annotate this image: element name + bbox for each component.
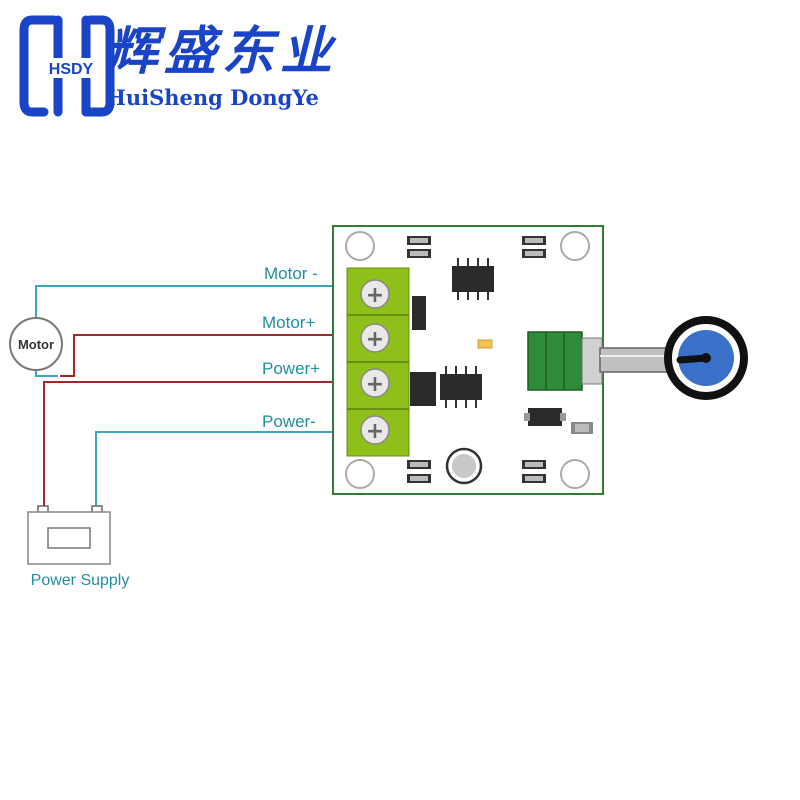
wire-power-minus — [95, 431, 352, 510]
wire-power-plus — [43, 381, 352, 510]
label-motor-minus: Motor - — [264, 264, 318, 283]
wire-motor-minus — [35, 285, 352, 326]
power-supply-label: Power Supply — [31, 572, 130, 589]
mounting-hole — [345, 459, 375, 489]
label-motor-plus: Motor+ — [262, 313, 315, 332]
mounting-hole — [560, 231, 590, 261]
mounting-hole — [345, 231, 375, 261]
terminal-screw-power-plus: + — [360, 368, 390, 398]
terminal-screw-power-minus: + — [360, 415, 390, 445]
hsdy-logo: HSDY — [19, 15, 115, 117]
diode — [412, 296, 426, 330]
motor-label: Motor — [18, 337, 54, 352]
label-power-minus: Power- — [262, 412, 316, 431]
mounting-hole — [560, 459, 590, 489]
motor-symbol: Motor — [9, 317, 63, 371]
terminal-block: + + + + — [346, 267, 410, 457]
brand-name-english: HuiSheng DongYe — [106, 85, 319, 110]
led — [477, 339, 493, 349]
mosfet — [410, 372, 436, 406]
svg-text:+: + — [366, 283, 384, 308]
capacitor — [445, 447, 483, 485]
pwm-controller-board: + + + + — [332, 225, 748, 495]
brand-name-chinese: 辉盛东业 — [106, 21, 339, 82]
smd-component — [407, 236, 593, 483]
wire-motor-plus — [60, 334, 352, 377]
potentiometer-knob[interactable] — [664, 316, 748, 400]
terminal-screw-motor-minus: + — [360, 279, 390, 309]
svg-text:+: + — [366, 327, 384, 352]
potentiometer — [527, 331, 671, 391]
logo-monogram: HSDY — [49, 61, 94, 78]
label-power-plus: Power+ — [262, 359, 320, 378]
ic-chip-bottom — [440, 366, 482, 408]
power-supply-symbol: Power Supply — [27, 505, 130, 589]
svg-text:+: + — [366, 372, 384, 397]
smd-diode-right — [524, 408, 566, 426]
ic-chip-top — [452, 258, 494, 300]
terminal-screw-motor-plus: + — [360, 323, 390, 353]
svg-text:+: + — [366, 419, 384, 444]
brand-header: HSDY 辉盛东业 HuiSheng DongYe — [0, 0, 800, 140]
